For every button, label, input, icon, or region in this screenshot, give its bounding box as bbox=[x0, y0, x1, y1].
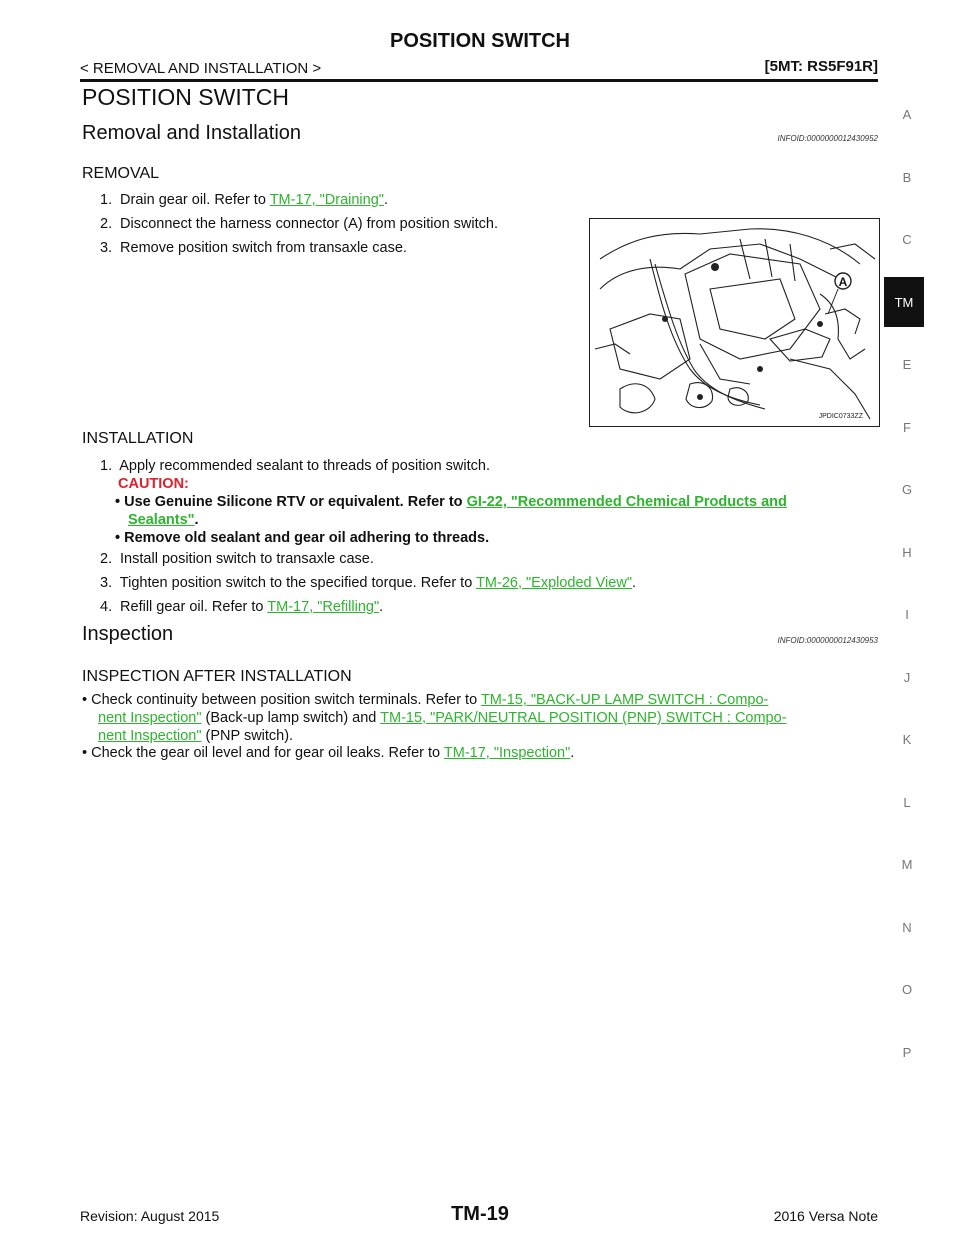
bullet-text: (PNP switch). bbox=[205, 728, 294, 744]
section-heading-removal-installation: Removal and Installation bbox=[82, 122, 302, 144]
inspection-bullet-1: • Check continuity between position swit… bbox=[82, 692, 769, 708]
caution-text: Remove old sealant and gear oil adhering… bbox=[124, 530, 490, 546]
bullet-text: Check the gear oil level and for gear oi… bbox=[91, 745, 441, 761]
installation-step-2: 2. Install position switch to transaxle … bbox=[100, 551, 374, 567]
step-text: Install position switch to transaxle cas… bbox=[120, 551, 374, 567]
installation-step-3: 3. Tighten position switch to the specif… bbox=[100, 575, 636, 591]
side-index-e[interactable]: E bbox=[902, 357, 912, 372]
caution-item-2: • Remove old sealant and gear oil adheri… bbox=[115, 530, 490, 546]
caution-item-1-continued: Sealants". bbox=[128, 512, 199, 528]
bullet-text: (Back-up lamp switch) and bbox=[205, 710, 377, 726]
caution-label: CAUTION: bbox=[118, 476, 189, 492]
side-index-l[interactable]: L bbox=[903, 795, 911, 810]
caution-item-1: • Use Genuine Silicone RTV or equivalent… bbox=[115, 494, 787, 510]
side-index-o[interactable]: O bbox=[901, 982, 913, 997]
breadcrumb: < REMOVAL AND INSTALLATION > bbox=[80, 60, 322, 77]
infoid-label: INFOID:0000000012430953 bbox=[777, 636, 878, 645]
section-heading-inspection: Inspection bbox=[82, 623, 174, 645]
installation-step-1: 1. Apply recommended sealant to threads … bbox=[100, 458, 490, 474]
inspection-bullet-2: • Check the gear oil level and for gear … bbox=[82, 745, 575, 761]
link-tm17-draining[interactable]: TM-17, "Draining" bbox=[269, 192, 384, 208]
link-tm15-pnp-switch-cont[interactable]: nent Inspection" bbox=[98, 728, 202, 744]
model-code: [5MT: RS5F91R] bbox=[764, 58, 878, 75]
step-text: Tighten position switch to the specified… bbox=[119, 575, 473, 591]
page-number: TM-19 bbox=[451, 1203, 509, 1225]
link-tm26-exploded-view[interactable]: TM-26, "Exploded View" bbox=[476, 575, 632, 591]
removal-step-3: 3. Remove position switch from transaxle… bbox=[100, 240, 407, 256]
side-index-f[interactable]: F bbox=[903, 420, 911, 435]
side-index-i[interactable]: I bbox=[905, 607, 909, 622]
bullet-text: Check continuity between position switch… bbox=[91, 692, 478, 708]
callout-a: A bbox=[839, 275, 848, 289]
vehicle-model: 2016 Versa Note bbox=[773, 1208, 878, 1224]
side-index-k[interactable]: K bbox=[902, 732, 912, 747]
step-text: Apply recommended sealant to threads of … bbox=[119, 458, 490, 474]
infoid-label: INFOID:0000000012430952 bbox=[777, 134, 878, 143]
side-index-j[interactable]: J bbox=[903, 670, 911, 685]
side-index-c[interactable]: C bbox=[902, 232, 912, 247]
step-text: Remove position switch from transaxle ca… bbox=[120, 240, 407, 256]
figure-code: JPDIC0733ZZ bbox=[818, 413, 863, 420]
step-text: Disconnect the harness connector (A) fro… bbox=[120, 216, 499, 232]
link-tm15-backup-lamp[interactable]: TM-15, "BACK-UP LAMP SWITCH : Compo- bbox=[480, 692, 769, 708]
side-index-a[interactable]: A bbox=[902, 107, 912, 122]
installation-step-4: 4. Refill gear oil. Refer to TM-17, "Ref… bbox=[100, 599, 384, 615]
link-tm17-inspection[interactable]: TM-17, "Inspection" bbox=[443, 745, 571, 761]
engine-line-drawing: A bbox=[594, 228, 876, 420]
removal-heading: REMOVAL bbox=[82, 165, 160, 182]
inspection-bullet-1-line-2: nent Inspection" (Back-up lamp switch) a… bbox=[98, 710, 787, 726]
page-title: POSITION SWITCH bbox=[82, 84, 289, 110]
side-index-p[interactable]: P bbox=[902, 1045, 912, 1060]
callout-circle bbox=[834, 272, 852, 290]
side-index-n[interactable]: N bbox=[902, 920, 912, 935]
side-index-h[interactable]: H bbox=[902, 545, 912, 560]
link-gi22-sealants[interactable]: Sealants" bbox=[128, 512, 195, 528]
link-gi22-chemical-products[interactable]: GI-22, "Recommended Chemical Products an… bbox=[466, 494, 787, 510]
side-index-m[interactable]: M bbox=[901, 857, 913, 872]
side-index-g[interactable]: G bbox=[901, 482, 913, 497]
revision-date: Revision: August 2015 bbox=[80, 1208, 220, 1224]
side-index-tm-active[interactable]: TM bbox=[884, 277, 924, 327]
header-rule bbox=[80, 79, 878, 82]
link-tm17-refilling[interactable]: TM-17, "Refilling" bbox=[267, 599, 380, 615]
caution-text: Use Genuine Silicone RTV or equivalent. … bbox=[124, 494, 463, 510]
link-tm15-pnp-switch[interactable]: TM-15, "PARK/NEUTRAL POSITION (PNP) SWIT… bbox=[380, 710, 787, 726]
installation-heading: INSTALLATION bbox=[82, 430, 194, 447]
step-text: Refill gear oil. Refer to bbox=[120, 599, 264, 615]
inspection-bullet-1-line-3: nent Inspection" (PNP switch). bbox=[98, 728, 293, 744]
header-title: POSITION SWITCH bbox=[390, 30, 570, 52]
step-text: Drain gear oil. Refer to bbox=[120, 192, 266, 208]
removal-step-2: 2. Disconnect the harness connector (A) … bbox=[100, 216, 499, 232]
position-switch-illustration: A JPDIC0733ZZ bbox=[589, 218, 880, 427]
link-tm15-backup-lamp-cont[interactable]: nent Inspection" bbox=[98, 710, 202, 726]
removal-step-1: 1. Drain gear oil. Refer to TM-17, "Drai… bbox=[100, 192, 388, 208]
side-index-b[interactable]: B bbox=[902, 170, 912, 185]
inspection-subheading: INSPECTION AFTER INSTALLATION bbox=[82, 668, 352, 685]
